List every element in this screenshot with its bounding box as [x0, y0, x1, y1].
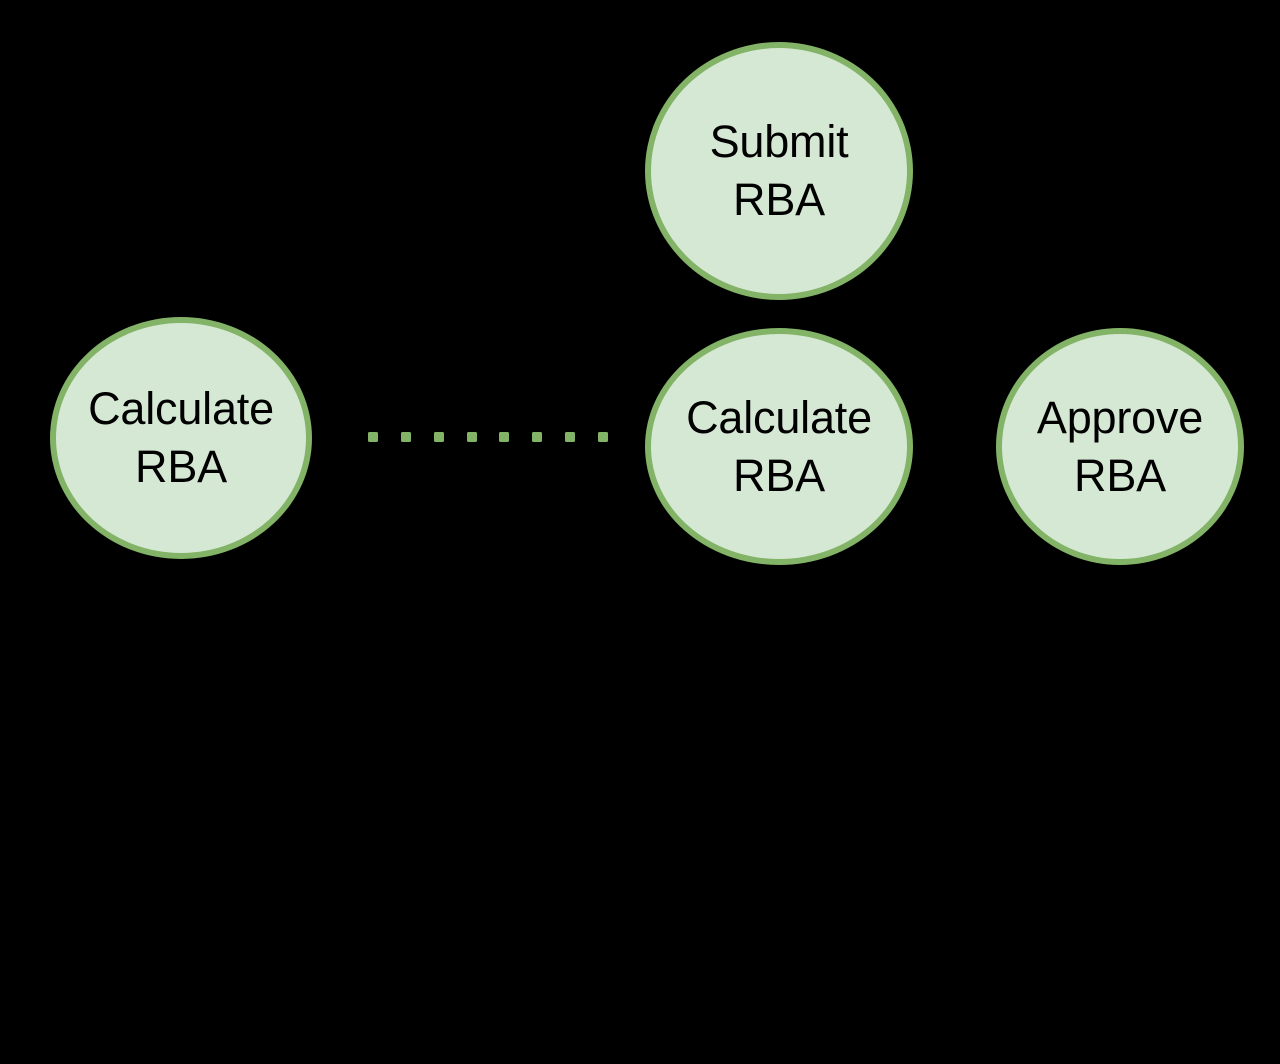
- edge-dot: [499, 432, 510, 442]
- edge-dot: [466, 432, 477, 442]
- node-submit-rba[interactable]: Submit RBA: [645, 42, 913, 300]
- node-approve-rba[interactable]: Approve RBA: [996, 328, 1244, 565]
- edge-calculate-left-to-calculate-middle[interactable]: [368, 432, 608, 442]
- edge-dot: [597, 432, 608, 442]
- node-label: Calculate RBA: [88, 383, 274, 492]
- edge-dot: [565, 432, 576, 442]
- node-calculate-rba-left[interactable]: Calculate RBA: [50, 317, 312, 559]
- edge-dot: [400, 432, 411, 442]
- node-label: Calculate RBA: [686, 391, 872, 501]
- edge-dot: [532, 432, 543, 442]
- edge-dot: [368, 432, 378, 442]
- node-label: Submit RBA: [709, 116, 849, 225]
- edge-dot: [433, 432, 444, 442]
- node-label: Approve RBA: [1036, 391, 1204, 501]
- node-calculate-rba-middle[interactable]: Calculate RBA: [645, 328, 913, 565]
